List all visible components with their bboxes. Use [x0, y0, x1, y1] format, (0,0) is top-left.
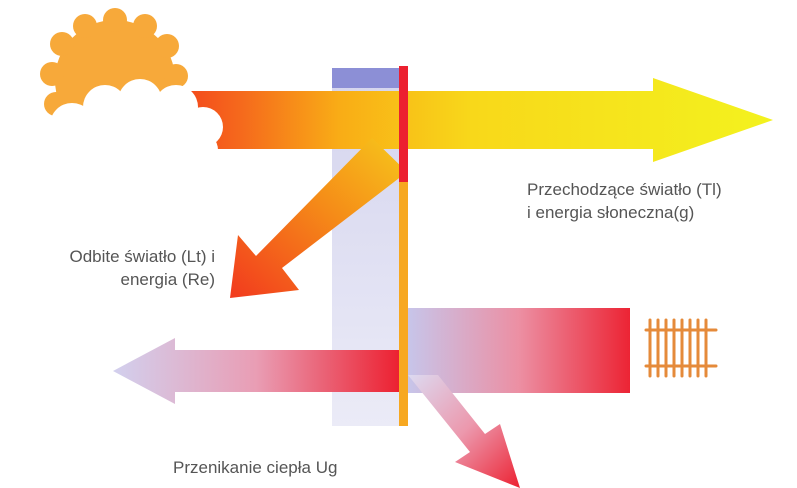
transmitted-light-label-line1: Przechodzące światło (Tl)	[527, 180, 722, 199]
heat-loss-left-arrow	[113, 338, 400, 404]
reflected-light-label: Odbite światło (Lt) i energia (Re)	[10, 245, 216, 291]
reflected-light-label-line1: Odbite światło (Lt) i	[69, 247, 216, 266]
heat-transfer-down-arrow	[408, 375, 520, 488]
window-frame-orange	[399, 182, 408, 426]
glass-pane-top	[332, 68, 399, 88]
transmitted-light-label-line2: i energia słoneczna(g)	[527, 203, 695, 222]
window-frame-red	[399, 66, 408, 182]
transmitted-light-label: Przechodzące światło (Tl) i energia słon…	[527, 178, 722, 224]
transmitted-energy-arrow	[170, 78, 773, 162]
heat-transfer-label: Przenikanie ciepła Ug	[173, 458, 338, 477]
radiator-heat-block	[408, 308, 630, 393]
cloud-icon	[50, 79, 223, 170]
reflected-light-label-line2: energia (Re)	[120, 270, 216, 289]
reflected-energy-arrow	[230, 138, 407, 298]
radiator-icon	[644, 318, 718, 378]
